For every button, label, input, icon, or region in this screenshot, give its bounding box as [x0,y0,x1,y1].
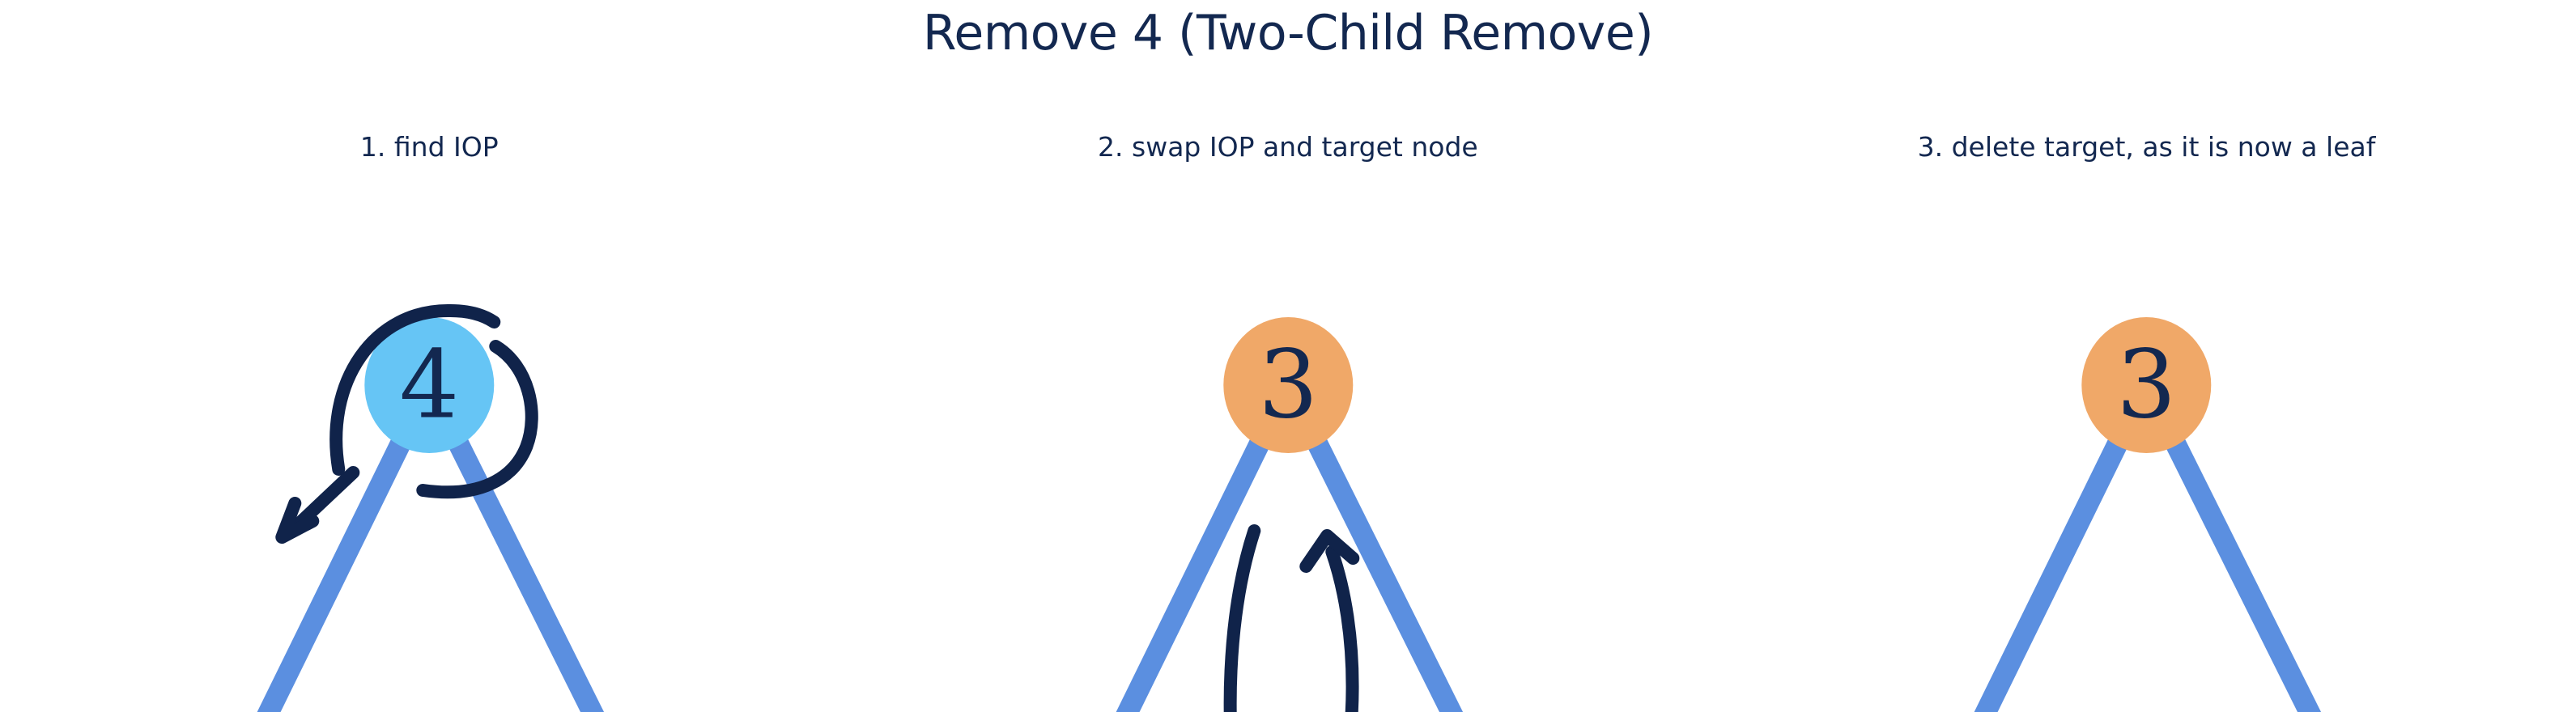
node-circle [1222,317,1353,453]
node-label: 4 [399,331,459,440]
edge-3-to-2 [1974,375,2157,712]
tree-diagram-step-3: 1 4 5 7 2 [1974,317,2322,712]
node-circle [2081,317,2212,453]
tree-edges-1 [257,375,605,712]
edge-3-to-2 [1116,375,1299,712]
node-label: 3 [2117,331,2177,440]
tree-diagram-step-2: 1 4 5 7 2 [1116,317,1463,712]
tree-edges-3 [1974,375,2322,712]
node-circle [364,317,495,453]
tree-node-3[interactable]: 3 [1222,317,1353,453]
panel-3-caption: 3. delete target, as it is now a leaf [1917,131,2376,163]
edge-3-to-6 [2136,375,2322,712]
page-title: Remove 4 (Two-Child Remove) [922,5,1654,61]
swap-arrow-down-icon [1223,524,1260,712]
tree-nodes-2: 1 4 5 7 2 [1222,317,1353,453]
panel-2-caption: 2. swap IOP and target node [1098,131,1478,163]
panel-container: 1. find IOP [0,97,2576,712]
swap-arrow-up-icon [1299,529,1359,712]
panel-step-1: 1. find IOP [0,97,859,712]
edge-3-to-6 [1277,375,1463,712]
edge-4-to-6 [419,375,605,712]
tree-edges-2 [1116,375,1463,712]
arrow-pointing-to-node-4-icon [275,466,360,544]
circle-around-node-4-icon [329,303,538,499]
tree-diagram-step-1: 1 3 5 7 2 [257,303,605,712]
panel-step-3: 3. delete target, as it is now a leaf 1 [1717,97,2576,712]
node-label: 3 [1258,331,1318,440]
tree-node-4-highlight[interactable]: 4 [364,317,495,453]
tree-nodes-3: 1 4 5 7 2 [2081,317,2212,453]
panel-step-2: 2. swap IOP and target node 1 [859,97,1718,712]
tree-nodes-1: 1 3 5 7 2 [364,317,495,453]
tree-node-3[interactable]: 3 [2081,317,2212,453]
panel-1-caption: 1. find IOP [359,131,499,163]
edge-4-to-2 [257,375,440,712]
